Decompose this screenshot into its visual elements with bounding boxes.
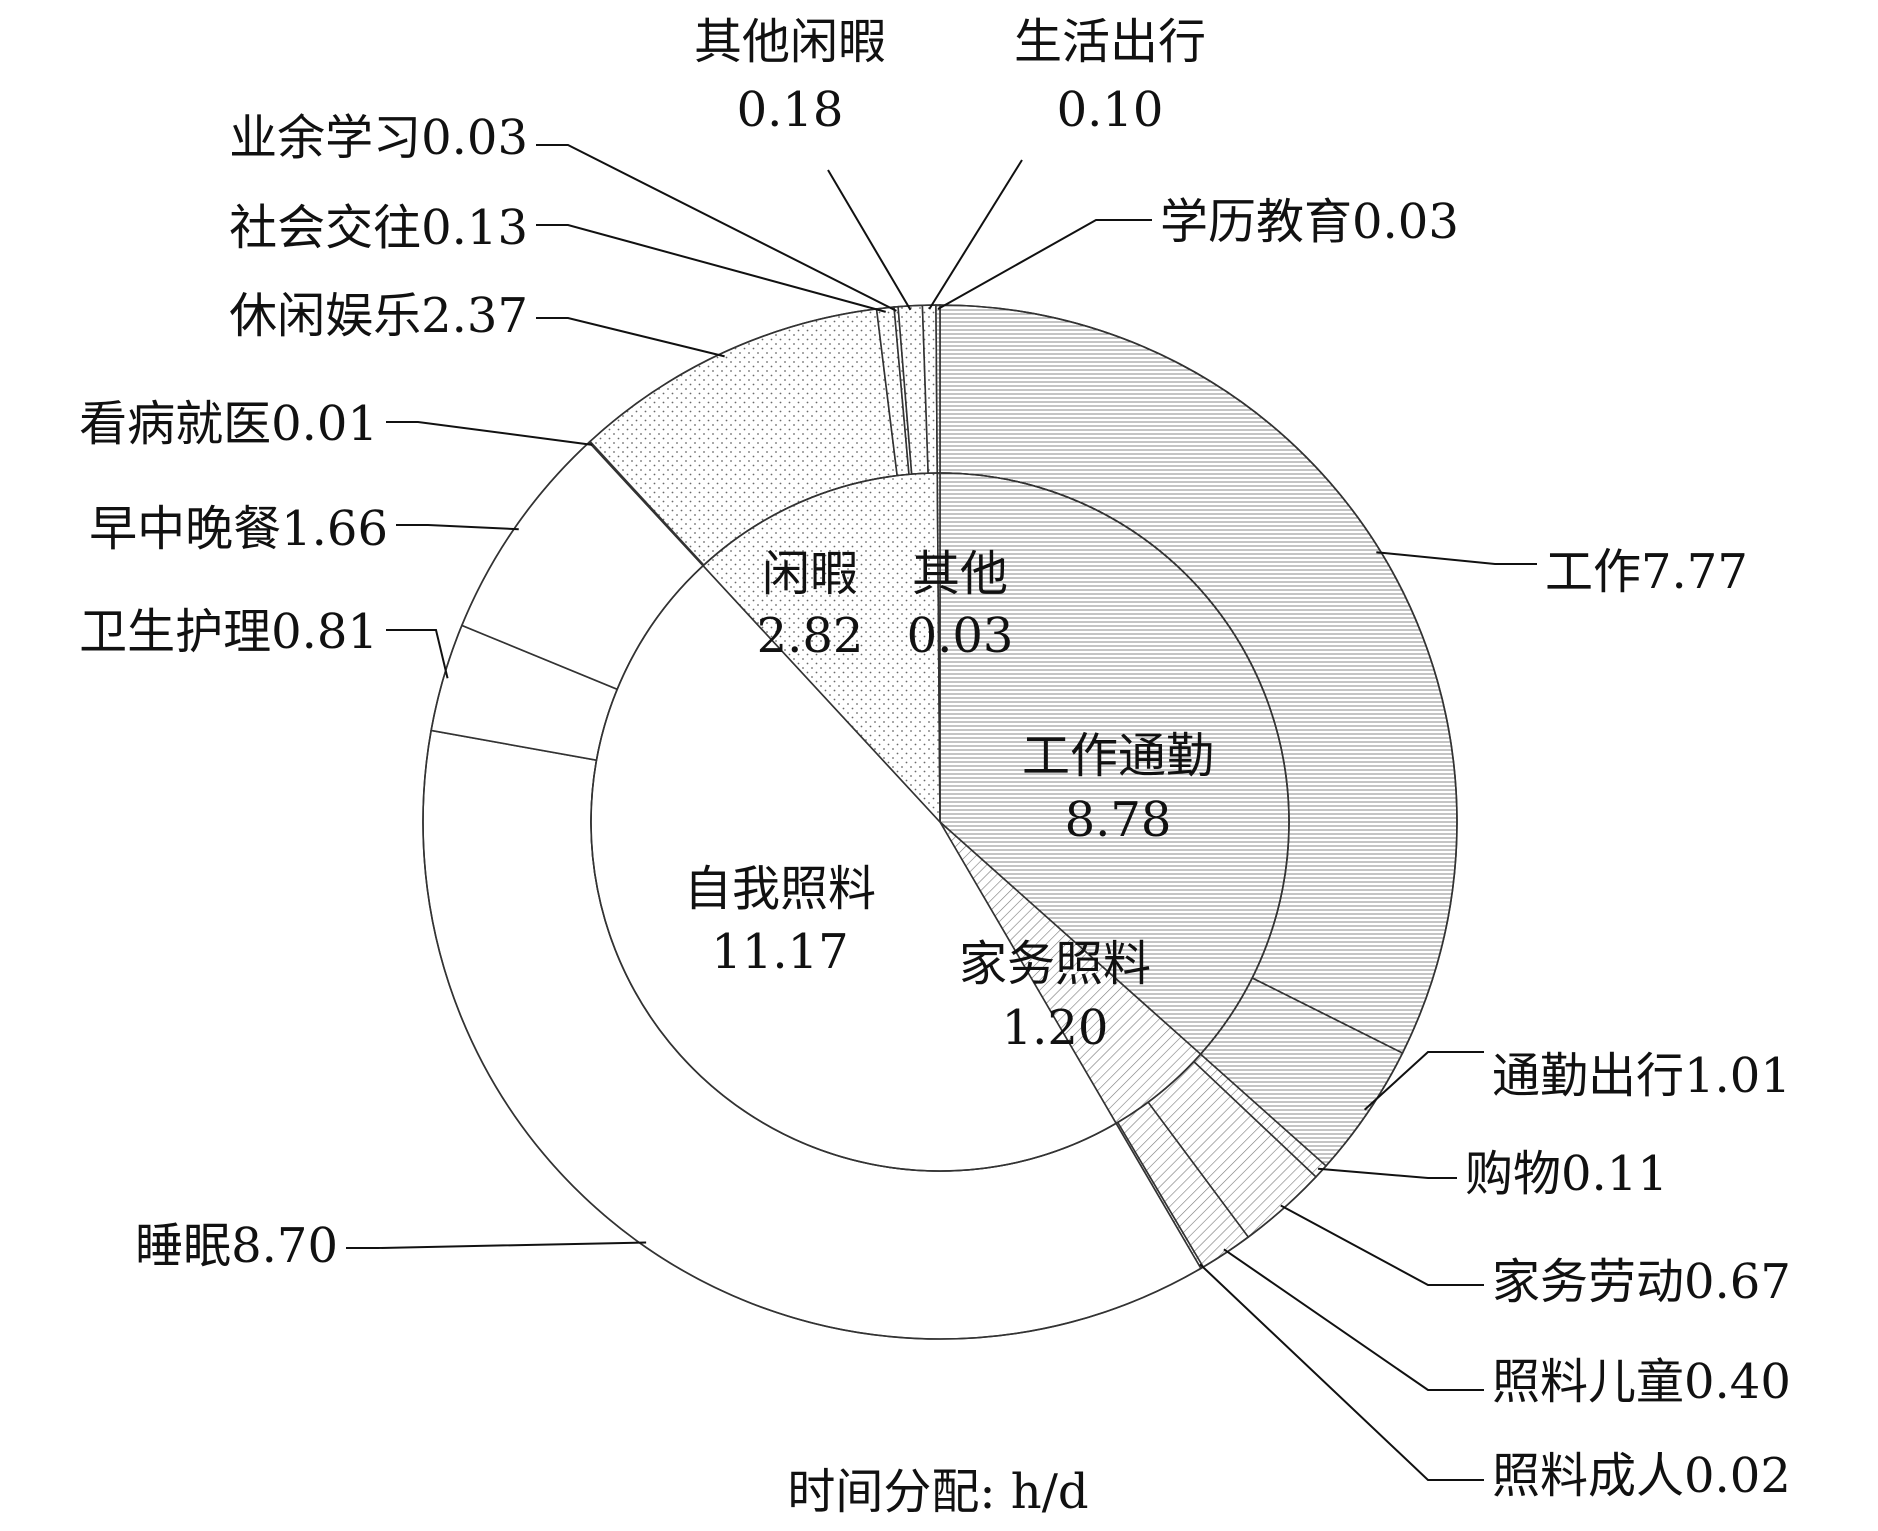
inner-label-0: 工作通勤 [1022,728,1214,784]
inner-ring-border [590,472,1290,1172]
outer-ring-border [422,304,1458,1340]
inner-value-2: 11.17 [711,924,848,980]
leader-line-3 [1280,1204,1484,1286]
outer-label-0: 工作7.77 [1545,544,1748,600]
outer-label-12: 业余学习0.03 [229,110,528,166]
outer-label-15: 学历教育0.03 [1160,194,1459,250]
leader-line-15 [937,219,1152,310]
outer-ring [422,304,1458,1340]
outer-label-8: 早中晚餐1.66 [89,501,388,557]
leader-line-6 [346,1241,647,1249]
inner-label-3: 闲暇 [762,546,858,602]
inner-label-4: 其他 [912,546,1008,602]
leader-line-12 [536,144,897,312]
outer-slice-15 [935,304,941,474]
leader-line-1 [1363,1051,1484,1111]
leader-line-10 [536,317,725,358]
outer-label-7: 卫生护理0.81 [79,604,378,660]
inner-ring [422,304,1458,1340]
outer-label-11: 社会交往0.13 [229,200,528,256]
labels: 工作7.77 通勤出行1.01 购物0.11 家务劳动0.67 照料儿童0.40 照料成人… [79,14,1791,1504]
leader-line-14 [928,159,1023,310]
leader-lines [346,144,1537,1481]
leader-line-9 [386,421,593,446]
leader-line-13 [827,169,912,311]
outer-label-value-14: 0.10 [1057,82,1164,138]
outer-label-14: 生活出行 [1014,14,1206,70]
inner-label-1: 家务照料 [959,936,1151,992]
inner-value-0: 8.78 [1065,792,1172,848]
leader-line-4 [1223,1248,1484,1391]
leader-line-11 [536,224,886,313]
outer-label-10: 休闲娱乐2.37 [229,288,528,344]
leader-line-7 [386,629,449,679]
inner-label-2: 自我照料 [684,861,876,917]
chart-caption: 时间分配: h/d [787,1464,1088,1520]
inner-value-4: 0.03 [907,608,1014,664]
leader-line-5 [1199,1263,1484,1481]
outer-label-value-13: 0.18 [737,82,844,138]
inner-value-1: 1.20 [1002,1000,1109,1056]
inner-value-3: 2.82 [757,608,864,664]
outer-label-3: 家务劳动0.67 [1492,1254,1791,1310]
outer-label-5: 照料成人0.02 [1492,1448,1791,1504]
outer-label-6: 睡眠8.70 [135,1218,338,1274]
leader-line-2 [1317,1167,1457,1179]
outer-label-2: 购物0.11 [1465,1146,1668,1202]
outer-label-4: 照料儿童0.40 [1492,1354,1791,1410]
outer-label-1: 通勤出行1.01 [1492,1048,1791,1104]
leader-line-8 [396,524,519,531]
outer-label-9: 看病就医0.01 [79,396,378,452]
leader-line-0 [1376,551,1537,565]
outer-label-13: 其他闲暇 [694,14,886,70]
